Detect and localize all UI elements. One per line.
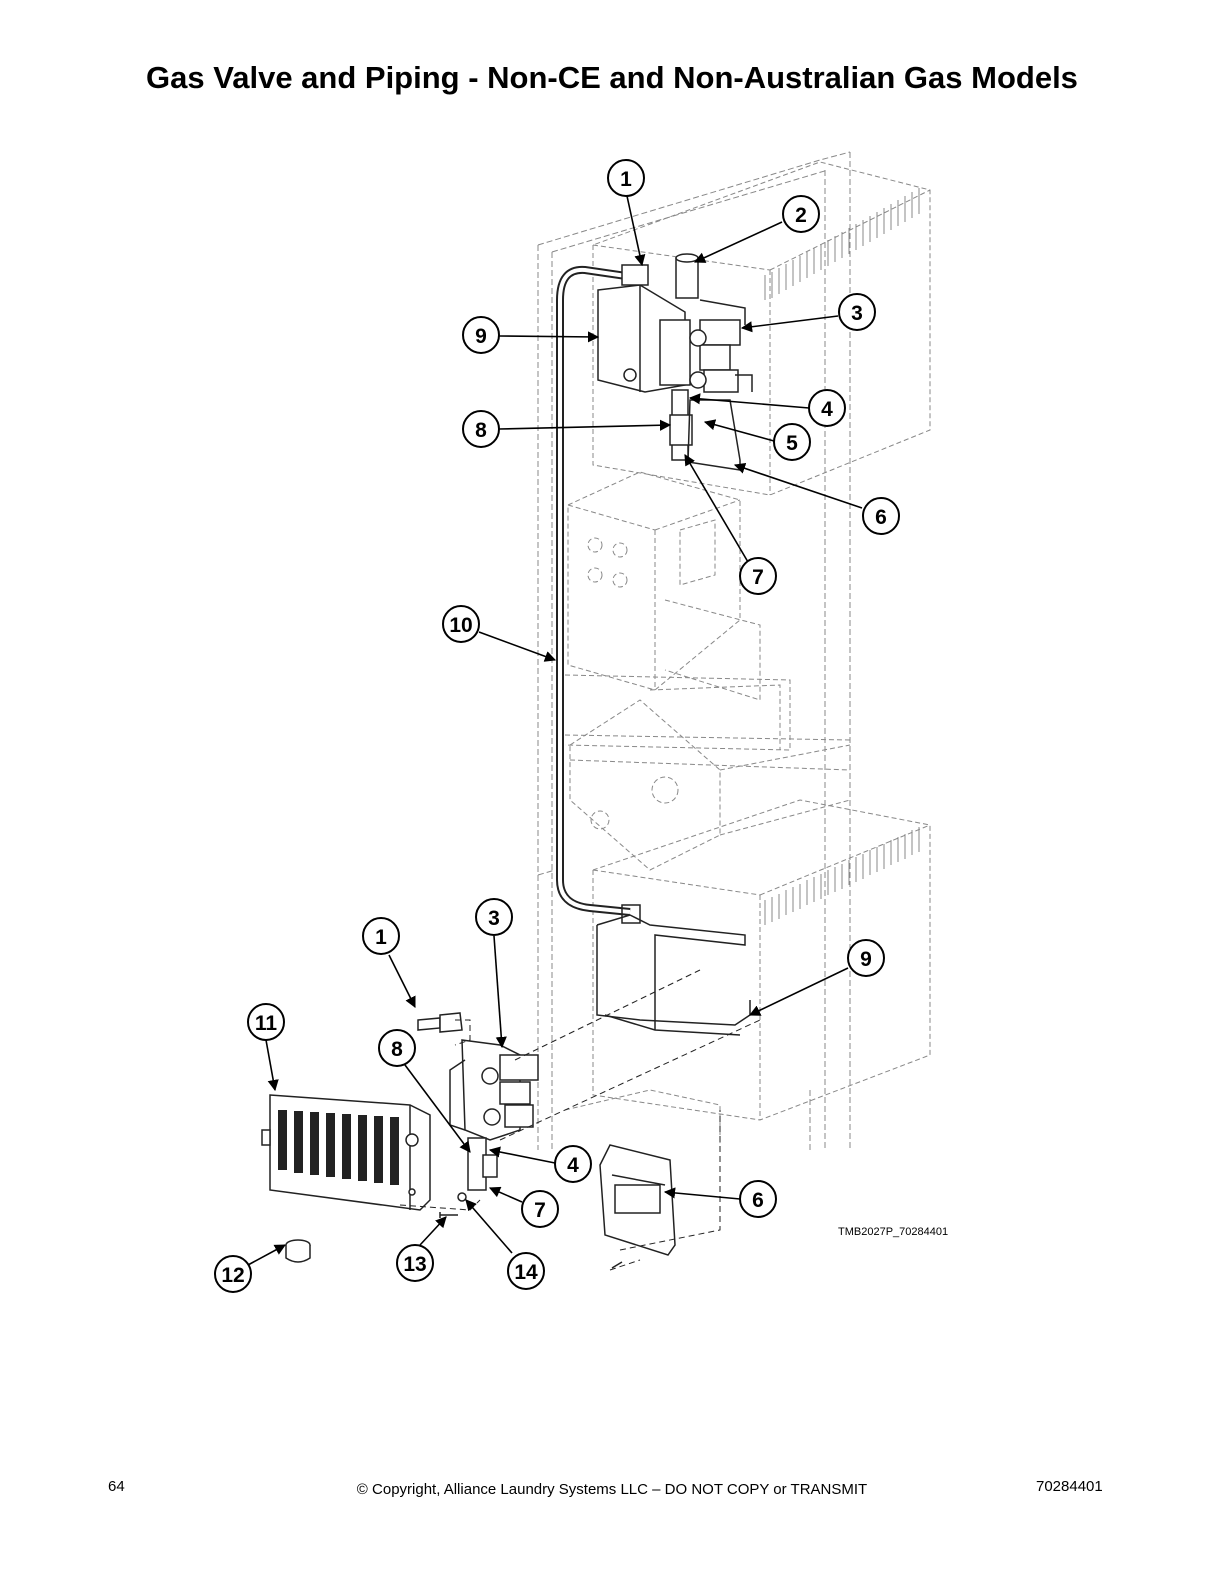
cabinet-outline xyxy=(537,151,851,1150)
callout-6-upper: 6 xyxy=(862,497,900,535)
svg-text:12: 12 xyxy=(221,1264,244,1287)
callout-7-upper: 7 xyxy=(739,557,777,595)
svg-text:5: 5 xyxy=(786,432,798,455)
lower-gas-valve-assembly xyxy=(417,1012,539,1191)
page-title: Gas Valve and Piping - Non-CE and Non-Au… xyxy=(146,60,1078,95)
callout-13: 13 xyxy=(396,1244,434,1282)
callout-9-lower: 9 xyxy=(847,939,885,977)
middle-control-box xyxy=(564,471,791,751)
callout-9-upper: 9 xyxy=(462,316,500,354)
lower-burner-bracket xyxy=(596,904,751,1036)
lower-burner-housing xyxy=(564,799,931,1150)
leader-lines xyxy=(247,195,863,1266)
svg-text:7: 7 xyxy=(534,1199,546,1222)
callout-5: 5 xyxy=(773,423,811,461)
page-number: 64 xyxy=(108,1478,125,1495)
callout-1-upper: 1 xyxy=(607,159,645,197)
svg-text:8: 8 xyxy=(475,419,487,442)
svg-text:7: 7 xyxy=(752,566,764,589)
callout-1-lower: 1 xyxy=(362,917,400,955)
callout-12: 12 xyxy=(214,1255,252,1293)
callout-4-upper: 4 xyxy=(808,389,846,427)
callout-2: 2 xyxy=(782,195,820,233)
callout-3-upper: 3 xyxy=(838,293,876,331)
cover-louvers xyxy=(278,1110,399,1185)
svg-text:13: 13 xyxy=(403,1253,426,1276)
svg-text:6: 6 xyxy=(752,1189,764,1212)
svg-text:9: 9 xyxy=(860,948,872,971)
upper-vent-louvers xyxy=(764,188,920,300)
callout-7-lower: 7 xyxy=(521,1190,559,1228)
mounting-plate xyxy=(599,1144,676,1256)
callout-14: 14 xyxy=(507,1252,545,1290)
svg-text:8: 8 xyxy=(391,1038,403,1061)
mounting-bracket xyxy=(564,699,851,871)
svg-text:10: 10 xyxy=(449,614,472,637)
svg-text:1: 1 xyxy=(620,168,632,191)
figure-code: TMB2027P_70284401 xyxy=(838,1226,949,1238)
callout-11: 11 xyxy=(247,1003,285,1041)
svg-text:1: 1 xyxy=(375,926,387,949)
callout-4-lower: 4 xyxy=(554,1145,592,1183)
gas-supply-tube xyxy=(556,265,641,916)
small-parts xyxy=(285,1192,623,1269)
callout-balloons: 1 2 3 9 4 8 5 6 7 10 1 3 9 11 8 4 6 7 12… xyxy=(214,159,900,1293)
callout-8-upper: 8 xyxy=(462,410,500,448)
svg-text:14: 14 xyxy=(514,1261,538,1284)
upper-gas-valve-assembly xyxy=(597,253,753,471)
callout-3-lower: 3 xyxy=(475,898,513,936)
svg-text:4: 4 xyxy=(821,398,833,421)
callout-6-lower: 6 xyxy=(739,1180,777,1218)
svg-text:11: 11 xyxy=(255,1012,278,1035)
svg-text:3: 3 xyxy=(851,302,863,325)
lower-vent-louvers xyxy=(764,827,920,925)
svg-text:2: 2 xyxy=(795,204,807,227)
svg-text:6: 6 xyxy=(875,506,887,529)
callout-8-lower: 8 xyxy=(378,1029,416,1067)
document-number: 70284401 xyxy=(1036,1478,1103,1495)
svg-text:4: 4 xyxy=(567,1154,579,1177)
svg-text:9: 9 xyxy=(475,325,487,348)
svg-text:3: 3 xyxy=(488,907,500,930)
callout-10: 10 xyxy=(442,605,480,643)
copyright-notice: © Copyright, Alliance Laundry Systems LL… xyxy=(356,1481,868,1498)
